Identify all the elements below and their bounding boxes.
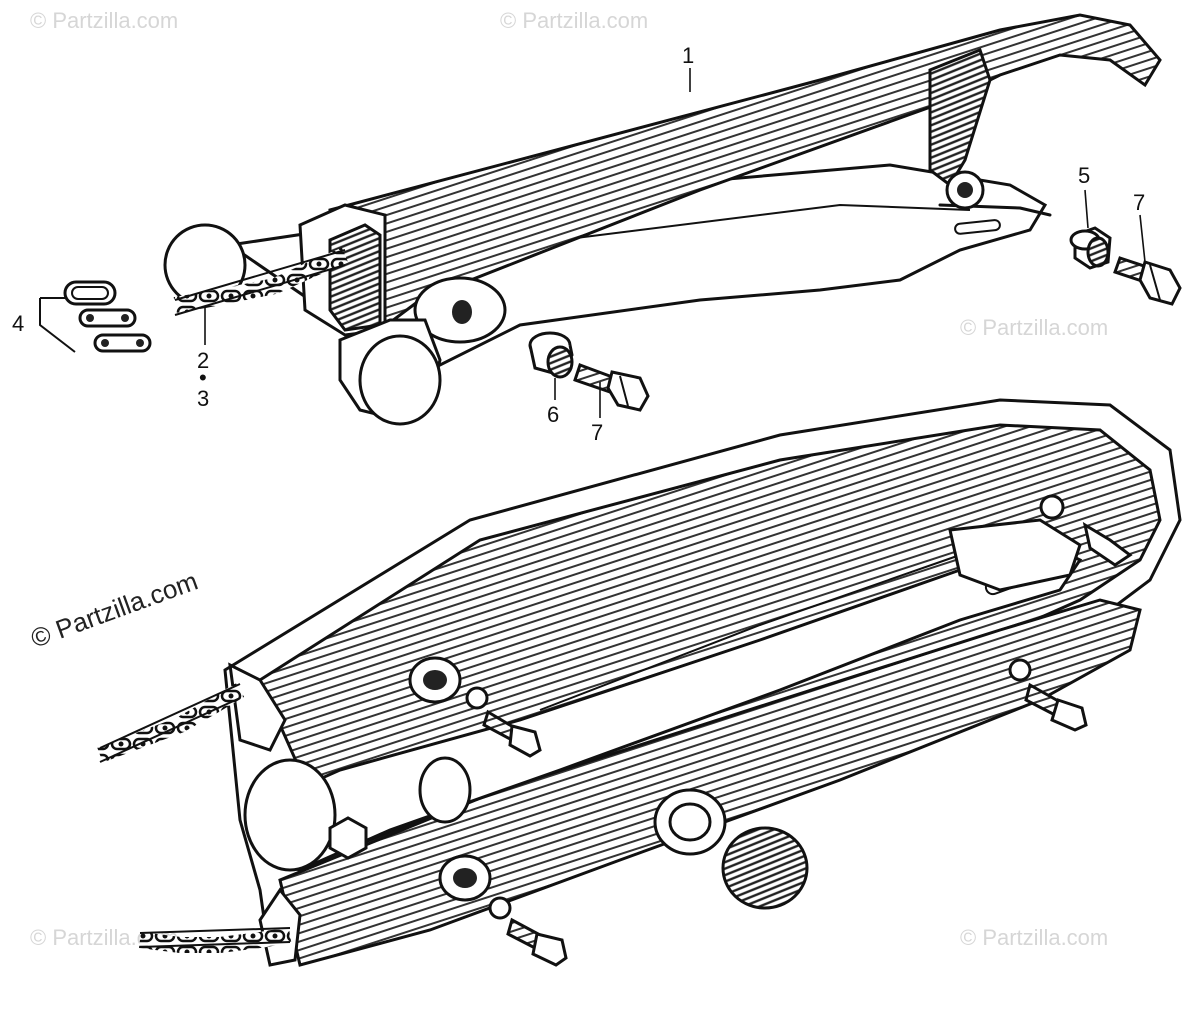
callout-1: 1: [682, 43, 694, 68]
callout-2: 2: [197, 348, 209, 373]
collar-part-5: [1069, 226, 1112, 270]
watermark-main: © Partzilla.com: [27, 566, 202, 654]
watermark: © Partzilla.com: [500, 8, 648, 33]
callout-2-3-dot: •: [199, 365, 207, 390]
collar-part-6: [528, 331, 574, 379]
bolt-part-7-right: [1113, 256, 1182, 306]
callout-3: 3: [197, 386, 209, 411]
callout-6: 6: [547, 402, 559, 427]
callout-7-middle: 7: [591, 420, 603, 445]
bolt-part-7-middle: [573, 363, 650, 412]
master-link: [39, 280, 152, 353]
watermark: © Partzilla.com: [960, 925, 1108, 950]
chain-case-upper: [163, 13, 1162, 426]
callout-7-right: 7: [1133, 190, 1145, 215]
callout-5: 5: [1078, 163, 1090, 188]
callout-labels: 1 2 • 3 4 5 6 7 7: [12, 43, 1145, 445]
leader-lines: [204, 68, 1146, 418]
watermark: © Partzilla.com: [30, 8, 178, 33]
watermark: © Partzilla.com: [960, 315, 1108, 340]
chain-case-lower: [97, 398, 1182, 967]
callout-4: 4: [12, 311, 24, 336]
